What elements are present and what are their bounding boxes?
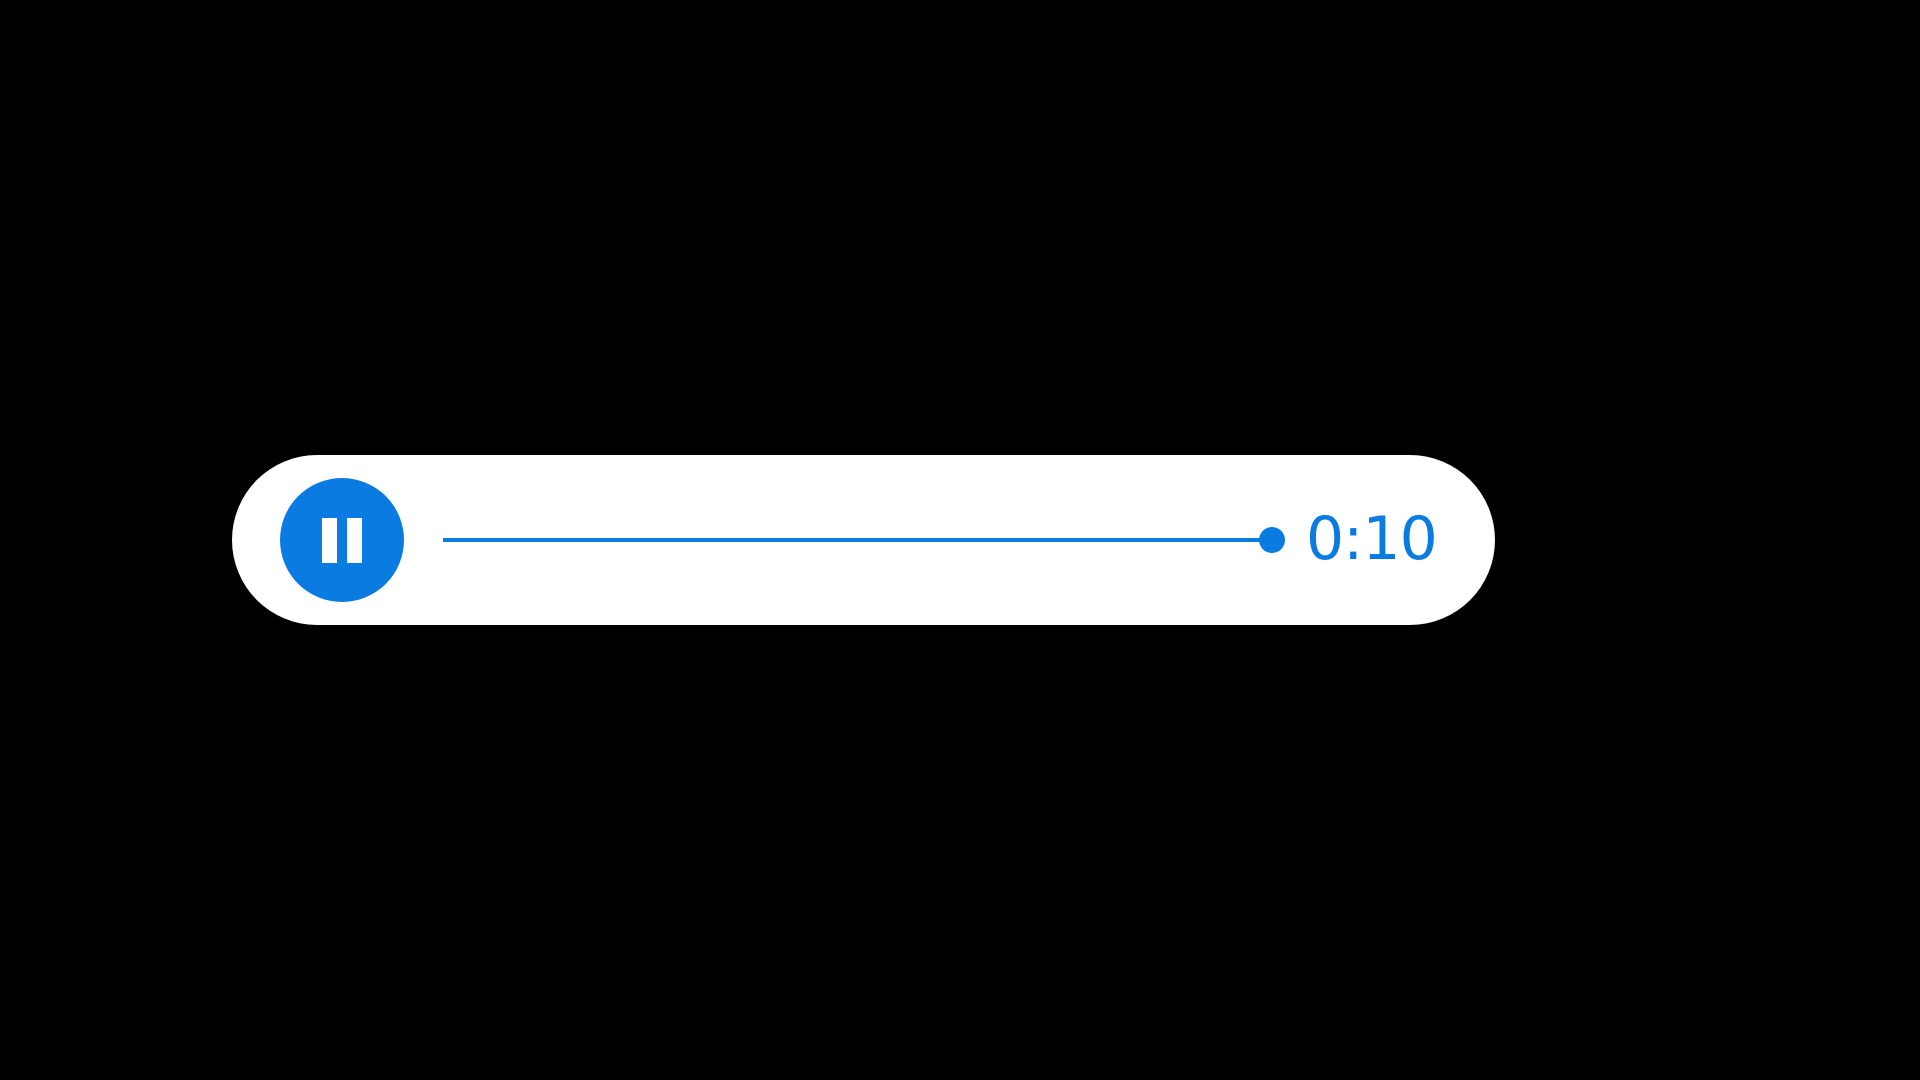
pause-icon	[347, 518, 362, 563]
pause-icon	[322, 518, 337, 563]
time-display: 0:10	[1306, 504, 1438, 574]
audio-player: 0:10	[232, 455, 1495, 625]
pause-button[interactable]	[280, 478, 404, 602]
progress-track[interactable]	[443, 538, 1273, 542]
progress-thumb[interactable]	[1259, 527, 1285, 553]
